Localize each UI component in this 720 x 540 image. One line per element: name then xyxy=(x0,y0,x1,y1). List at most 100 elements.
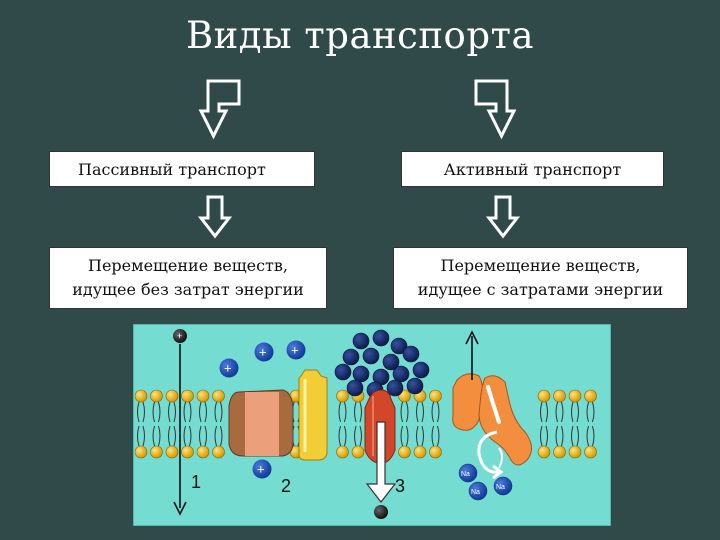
lipid-head xyxy=(196,445,210,459)
orange-pump-protein xyxy=(452,373,532,466)
svg-text:+: + xyxy=(224,361,232,376)
active-description-line1: Перемещение веществ, xyxy=(440,256,641,275)
lipid-head xyxy=(165,445,179,459)
lipid-tail xyxy=(168,401,176,423)
lipid-head xyxy=(413,445,427,459)
active-transport-arrow xyxy=(365,421,397,519)
lipid-tail xyxy=(338,425,347,447)
molecule-cluster xyxy=(334,329,430,399)
label-3: 3 xyxy=(395,476,405,496)
label-2: 2 xyxy=(281,476,291,496)
lipid-tail xyxy=(555,401,564,423)
lipid-tail xyxy=(586,401,595,423)
sodium-return-arrow xyxy=(477,430,504,480)
cluster-molecule xyxy=(362,347,380,365)
diffusing-molecule-top xyxy=(173,329,187,343)
simple-diffusion: + xyxy=(173,329,187,516)
lipid-head xyxy=(134,389,148,403)
lipid-tail xyxy=(540,425,548,447)
label-1: 1 xyxy=(191,472,201,492)
cluster-molecule xyxy=(392,365,410,383)
cluster-molecule xyxy=(346,379,364,397)
lipid-tail xyxy=(152,401,161,423)
lipid-tail xyxy=(586,425,595,447)
lipid-tail xyxy=(400,401,409,423)
lipid-tail xyxy=(354,401,362,423)
sodium-ion-label: Na xyxy=(471,489,480,496)
lipid-tail xyxy=(183,425,192,447)
lipid-head xyxy=(568,389,582,403)
lipid-tail xyxy=(571,425,579,447)
cluster-molecule xyxy=(372,329,390,347)
carrier-protein xyxy=(298,369,328,461)
passive-description-line1: Перемещение веществ, xyxy=(88,256,288,275)
lipid-tail xyxy=(354,425,362,447)
sodium-ions: Na Na Na xyxy=(458,463,513,501)
passive-description-box: Перемещение веществ, идущее без затрат э… xyxy=(49,247,327,309)
sodium-ion-label: Na xyxy=(496,484,505,491)
lipid-tail xyxy=(400,425,409,447)
cluster-molecule xyxy=(386,379,404,397)
cluster-molecule xyxy=(352,332,370,350)
lipid-head xyxy=(398,445,411,459)
lipid-tail xyxy=(137,425,145,447)
lipid-head xyxy=(553,445,566,459)
lipid-head xyxy=(537,445,551,459)
lipid-head xyxy=(181,445,194,459)
cluster-molecule xyxy=(352,365,370,383)
page-title: Виды транспорта xyxy=(185,14,535,57)
lipid-head xyxy=(181,389,194,403)
lipid-tail xyxy=(431,425,440,447)
svg-text:+: + xyxy=(257,462,265,477)
active-branch-arrow xyxy=(474,79,517,140)
lipid-head xyxy=(336,389,349,403)
lipid-tail xyxy=(152,425,161,447)
cluster-molecule xyxy=(334,363,352,381)
cluster-molecule xyxy=(402,345,420,363)
lipid-head xyxy=(212,445,225,459)
cluster-molecule xyxy=(390,337,408,355)
cluster-molecule xyxy=(382,353,400,371)
active-transport-label: Активный транспорт xyxy=(443,159,622,179)
lipid-tail xyxy=(137,401,145,423)
molecule-plus-sign: + xyxy=(177,331,182,341)
lipid-tail xyxy=(338,401,347,423)
lipid-head xyxy=(553,389,566,403)
lipid-head xyxy=(537,389,551,403)
lipid-head xyxy=(584,389,597,403)
cluster-molecule xyxy=(342,348,360,366)
lipid-tail xyxy=(540,401,548,423)
lipid-tail xyxy=(168,425,176,447)
positive-ions: + + + + xyxy=(219,340,306,479)
membrane-illustration: + + + + + xyxy=(133,324,611,526)
passive-down-arrow xyxy=(197,195,233,239)
lipid-tail xyxy=(183,401,192,423)
svg-text:+: + xyxy=(259,345,267,360)
svg-text:+: + xyxy=(291,343,299,358)
passive-branch-arrow xyxy=(198,79,241,140)
lipid-tail xyxy=(431,401,440,423)
lipid-tail xyxy=(416,425,424,447)
lipid-head xyxy=(212,389,225,403)
lipid-head xyxy=(196,389,210,403)
cluster-molecule xyxy=(412,361,430,379)
lipid-head xyxy=(429,389,442,403)
lipid-head xyxy=(429,445,442,459)
lipid-tail xyxy=(199,401,207,423)
lipid-head xyxy=(568,445,582,459)
cluster-molecule xyxy=(406,377,424,395)
lipid-head xyxy=(150,389,163,403)
passive-description-line2: идущее без затрат энергии xyxy=(72,280,304,299)
active-description-box: Перемещение веществ, идущее с затратами … xyxy=(393,247,688,309)
lipid-tail xyxy=(416,401,424,423)
lipid-tail xyxy=(214,425,223,447)
lipid-head xyxy=(584,445,597,459)
active-description-line2: идущее с затратами энергии xyxy=(417,280,664,299)
lipid-head xyxy=(150,445,163,459)
lipid-bilayer xyxy=(134,389,597,459)
active-transport-box: Активный транспорт xyxy=(401,151,664,187)
passive-transport-label: Пассивный транспорт xyxy=(78,159,266,179)
sodium-ion-label: Na xyxy=(461,471,470,478)
lipid-tail xyxy=(571,401,579,423)
lipid-head xyxy=(351,445,365,459)
